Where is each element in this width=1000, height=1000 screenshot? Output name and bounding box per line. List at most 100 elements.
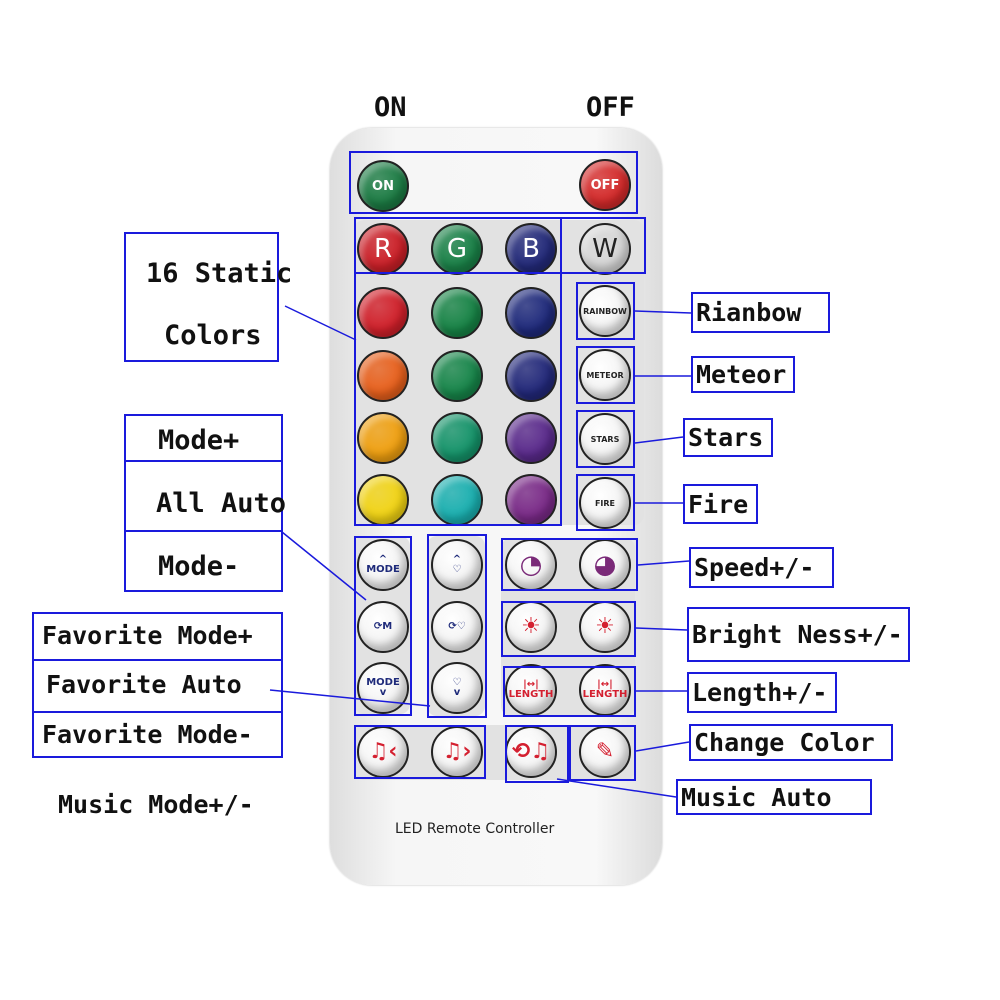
label-all-auto: All Auto xyxy=(156,488,287,519)
off-button-label: OFF xyxy=(590,177,620,193)
label-fav-plus: Favorite Mode+ xyxy=(42,621,253,650)
on-heading: ON xyxy=(374,92,407,123)
color-button-b[interactable]: B xyxy=(505,223,557,275)
on-button[interactable]: ON xyxy=(357,160,409,212)
off-button[interactable]: OFF xyxy=(579,159,631,211)
length-up-button[interactable]: |↔|LENGTH xyxy=(579,664,631,716)
on-button-label: ON xyxy=(372,178,394,194)
label-fav-minus: Favorite Mode- xyxy=(42,720,253,749)
label-rainbow: Rianbow xyxy=(691,292,830,333)
effect-button-rainbow[interactable]: RAINBOW xyxy=(579,285,631,337)
mode-auto-button[interactable]: ⟳M xyxy=(357,601,409,653)
mode-up-icon: ^MODE xyxy=(366,554,400,575)
change-color-button[interactable]: ✎ xyxy=(579,726,631,778)
speed-up-icon: ◕ xyxy=(593,550,617,580)
label-fav-auto: Favorite Auto xyxy=(46,670,242,699)
brightness-up-button[interactable]: ☀ xyxy=(579,601,631,653)
divider xyxy=(32,659,283,661)
static-color-button[interactable] xyxy=(431,350,483,402)
color-button-b-label: B xyxy=(522,234,540,264)
speed-up-button[interactable]: ◕ xyxy=(579,539,631,591)
favorite-down-icon: ♡v xyxy=(452,677,462,698)
effect-button-fire[interactable]: FIRE xyxy=(579,477,631,529)
favorite-box xyxy=(427,534,487,718)
color-button-g-label: G xyxy=(446,234,468,264)
static-colors-label-box xyxy=(124,232,279,362)
label-music-mode: Music Mode+/- xyxy=(58,790,254,819)
brightness-up-icon: ☀ xyxy=(595,614,615,639)
favorite-down-button[interactable]: ♡v xyxy=(431,662,483,714)
speed-box xyxy=(501,538,638,591)
effect-button-rainbow-label: RAINBOW xyxy=(583,306,627,316)
divider xyxy=(124,460,283,462)
static-color-button[interactable] xyxy=(505,350,557,402)
favorite-up-icon: ^♡ xyxy=(452,554,462,575)
static-color-button[interactable] xyxy=(357,412,409,464)
static-color-button[interactable] xyxy=(505,474,557,526)
remote-brand: LED Remote Controller xyxy=(395,821,555,837)
favorite-label-box xyxy=(32,612,283,758)
label-stars: Stars xyxy=(683,418,773,457)
music-auto-icon: ⟲♫ xyxy=(511,739,551,764)
rainbow-box xyxy=(576,282,635,340)
mode-auto-icon: ⟳M xyxy=(373,621,393,632)
static-color-button[interactable] xyxy=(357,350,409,402)
power-box xyxy=(349,151,638,214)
color-button-r-label: R xyxy=(373,234,393,264)
music-box xyxy=(354,725,486,779)
label-meteor: Meteor xyxy=(691,356,795,393)
speed-down-icon: ◔ xyxy=(519,550,543,580)
effect-button-stars-label: STARS xyxy=(590,434,620,444)
mode-label-box xyxy=(124,414,283,592)
static-colors-box xyxy=(354,217,562,526)
color-button-w[interactable]: W xyxy=(579,223,631,275)
stars-box xyxy=(576,410,635,468)
change-color-box xyxy=(569,725,636,781)
music-prev-button[interactable]: ♫‹ xyxy=(357,726,409,778)
effect-button-meteor-label: METEOR xyxy=(586,370,624,380)
brightness-down-button[interactable]: ☀ xyxy=(505,601,557,653)
static-color-button[interactable] xyxy=(431,287,483,339)
effect-button-fire-label: FIRE xyxy=(594,498,616,508)
mode-box xyxy=(354,536,412,716)
divider xyxy=(124,530,283,532)
music-next-icon: ♫› xyxy=(442,739,472,764)
static-label-line2: Colors xyxy=(164,320,262,351)
label-fire: Fire xyxy=(683,484,758,524)
fire-box xyxy=(576,474,635,531)
effect-button-meteor[interactable]: METEOR xyxy=(579,349,631,401)
label-speed: Speed+/- xyxy=(689,547,834,588)
label-change-color: Change Color xyxy=(689,724,893,761)
static-color-button[interactable] xyxy=(505,287,557,339)
color-button-r[interactable]: R xyxy=(357,223,409,275)
favorite-up-button[interactable]: ^♡ xyxy=(431,539,483,591)
favorite-auto-button[interactable]: ⟳♡ xyxy=(431,601,483,653)
length-up-icon: |↔|LENGTH xyxy=(582,679,628,700)
brightness-down-icon: ☀ xyxy=(521,614,541,639)
music-auto-button[interactable]: ⟲♫ xyxy=(505,726,557,778)
static-color-button[interactable] xyxy=(357,287,409,339)
brightness-box xyxy=(501,601,636,657)
static-color-button[interactable] xyxy=(505,412,557,464)
length-down-icon: |↔|LENGTH xyxy=(508,679,554,700)
label-brightness: Bright Ness+/- xyxy=(687,607,910,662)
off-heading: OFF xyxy=(586,92,635,123)
color-button-w-label: W xyxy=(592,234,618,264)
length-box xyxy=(503,666,636,717)
divider xyxy=(32,711,283,713)
meteor-box xyxy=(576,346,635,404)
label-mode-plus: Mode+ xyxy=(158,425,240,456)
label-length: Length+/- xyxy=(687,672,837,713)
color-button-g[interactable]: G xyxy=(431,223,483,275)
label-mode-minus: Mode- xyxy=(158,551,240,582)
change-color-icon: ✎ xyxy=(595,739,615,764)
effect-button-stars[interactable]: STARS xyxy=(579,413,631,465)
static-color-button[interactable] xyxy=(431,412,483,464)
mode-up-button[interactable]: ^MODE xyxy=(357,539,409,591)
length-down-button[interactable]: |↔|LENGTH xyxy=(505,664,557,716)
music-auto-box xyxy=(505,725,569,783)
static-label-line1: 16 Static xyxy=(146,258,293,289)
